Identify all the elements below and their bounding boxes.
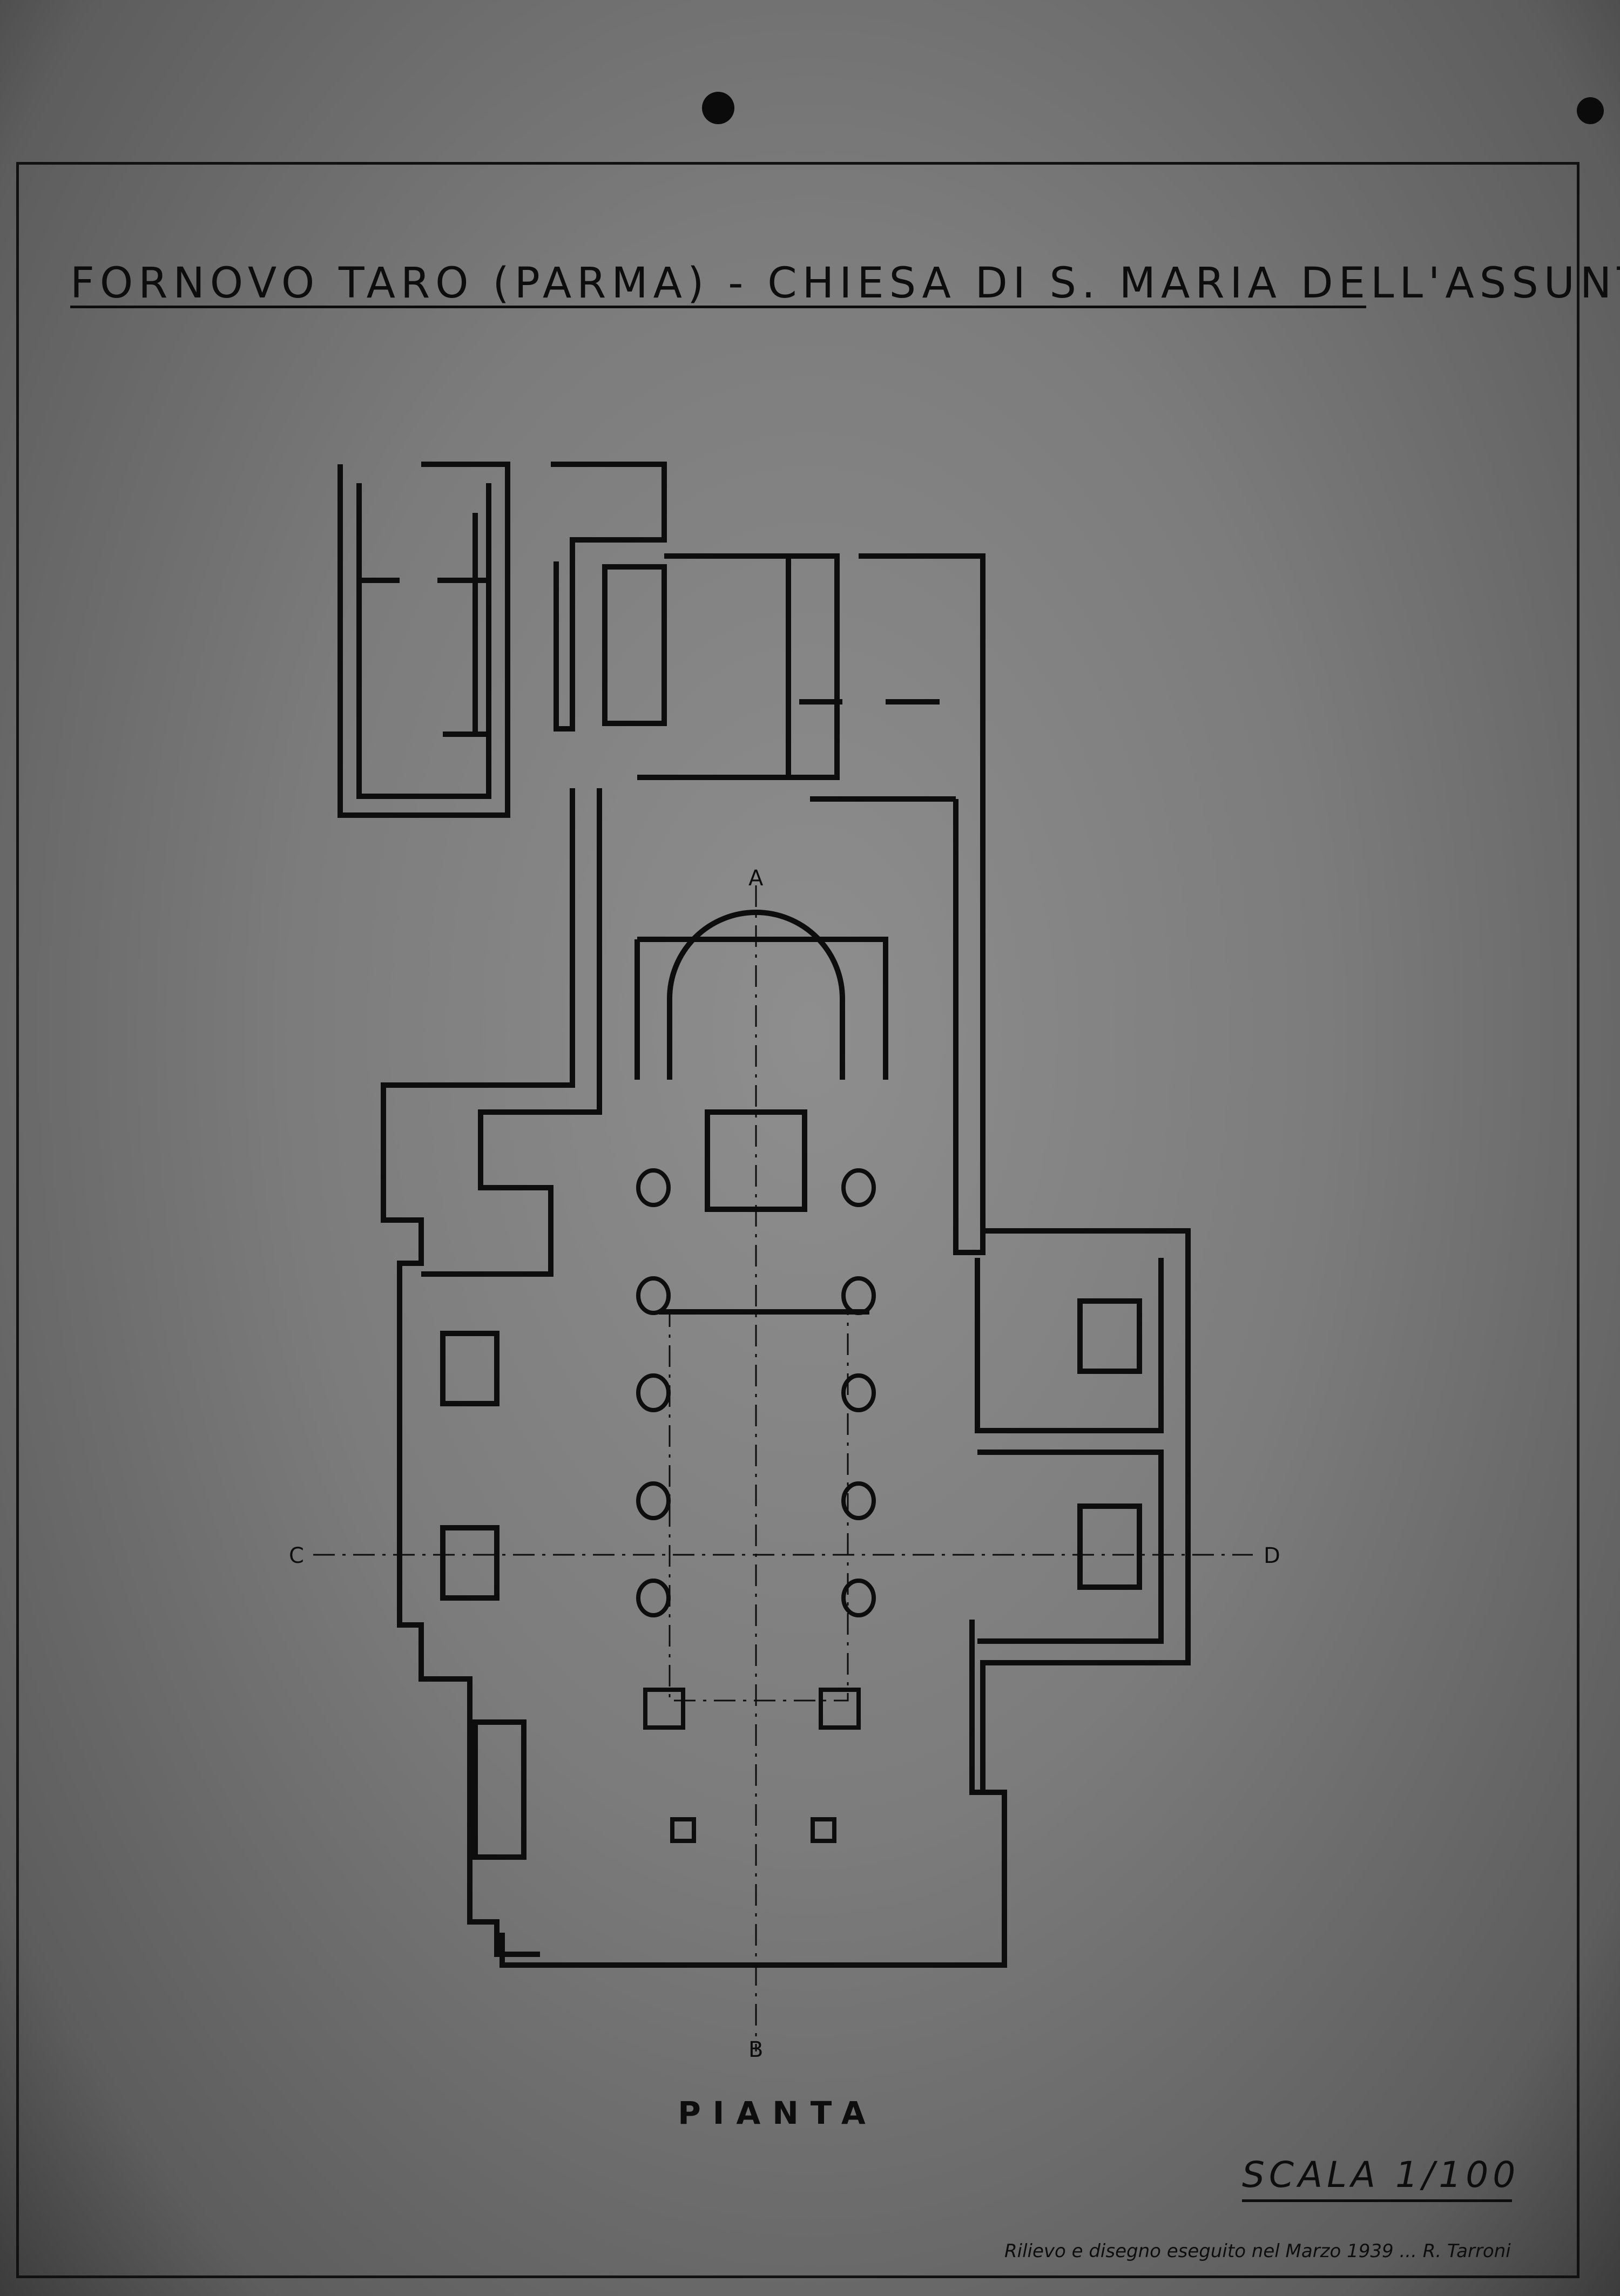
pushpin-icon <box>702 92 734 124</box>
wall-service-block <box>551 462 667 732</box>
pier <box>643 1688 685 1730</box>
pier <box>636 1481 671 1520</box>
pier <box>636 1276 671 1315</box>
altar-chapel-east-2 <box>1077 1503 1142 1590</box>
wall-chapel-inner <box>975 1258 1164 1644</box>
presbytery-frame <box>634 937 888 1080</box>
section-mark-bottom: B <box>748 2037 763 2062</box>
survey-credit: Rilievo e disegno eseguito nel Marzo 193… <box>1004 2240 1511 2262</box>
section-mark-left: C <box>289 1543 304 1568</box>
pier <box>841 1168 876 1207</box>
wall-upper-middle <box>637 553 840 780</box>
pier <box>819 1688 861 1730</box>
wall-south-facade <box>500 1620 1007 1968</box>
pier <box>811 1817 836 1843</box>
scale-label: SCALA 1/100 <box>1242 2154 1520 2196</box>
wall-rectory-partition <box>359 513 489 737</box>
pier <box>636 1373 671 1412</box>
pier <box>636 1168 671 1207</box>
plan-label: PIANTA <box>678 2095 878 2131</box>
wall-rectory-west <box>338 462 510 818</box>
pier <box>841 1481 876 1520</box>
title-underline <box>70 306 1366 308</box>
pier <box>841 1579 876 1617</box>
pier <box>636 1579 671 1617</box>
pier <box>670 1817 696 1843</box>
pushpin-icon <box>1577 97 1604 124</box>
scale-underline <box>1242 2199 1512 2202</box>
altar-chapel-west-2 <box>440 1525 500 1601</box>
wall-nave-west <box>381 788 575 1957</box>
apse-arch <box>667 910 845 1080</box>
section-mark-top: A <box>748 866 764 891</box>
border-frame <box>16 162 1580 2278</box>
pier <box>841 1373 876 1412</box>
wall-upper-right <box>799 553 986 1231</box>
altar-chapel-east-1 <box>1077 1298 1142 1374</box>
pier <box>841 1276 876 1315</box>
drawing-title: FORNOVO TARO (PARMA) - CHIESA DI S. MARI… <box>70 259 1620 308</box>
section-mark-right: D <box>1264 1543 1280 1568</box>
stair-upper <box>602 564 667 726</box>
wall-rectory-inner <box>356 483 491 799</box>
nave-axis-outline <box>669 1311 849 1702</box>
wall-nave-east <box>953 799 1191 1792</box>
altar-chapel-west-1 <box>440 1331 500 1406</box>
wall-nave-west-inner <box>421 788 602 1277</box>
stair-lower <box>473 1719 526 1860</box>
